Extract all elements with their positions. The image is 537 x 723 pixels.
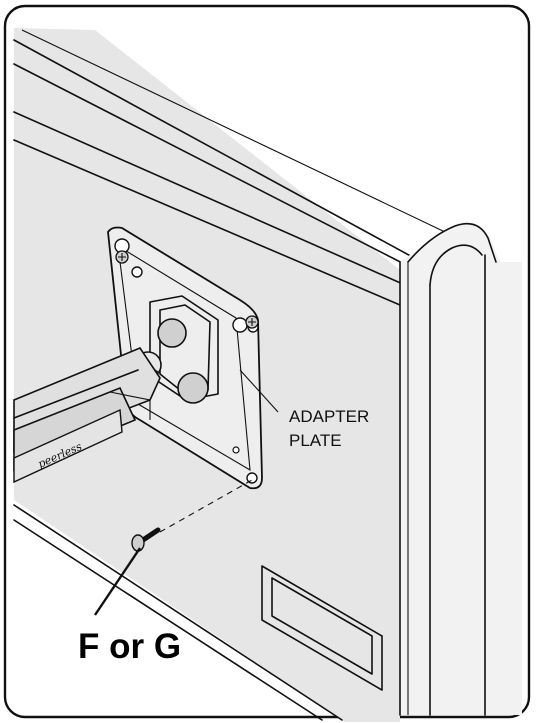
callout-line-2: PLATE <box>289 431 342 450</box>
mounting-hole <box>246 472 258 484</box>
mount-arm: peerless <box>13 347 161 484</box>
part-label: F or G <box>78 627 181 666</box>
screw-upper-right <box>245 315 259 329</box>
tilt-knob-upper <box>157 318 187 348</box>
callout-line-1: ADAPTER <box>289 407 369 426</box>
part-leader <box>94 547 141 616</box>
monitor-bezel <box>399 221 522 716</box>
adapter-plate-callout: ADAPTER PLATE <box>289 407 374 450</box>
tilt-knob-lower <box>177 372 209 404</box>
adapter-plate <box>107 226 263 490</box>
handle-cutout <box>261 565 383 691</box>
alignment-line <box>159 479 253 533</box>
mounting-hole <box>232 446 240 454</box>
callout-leader <box>239 369 279 413</box>
screw-loose <box>131 527 161 552</box>
screw-upper-left <box>115 250 129 264</box>
